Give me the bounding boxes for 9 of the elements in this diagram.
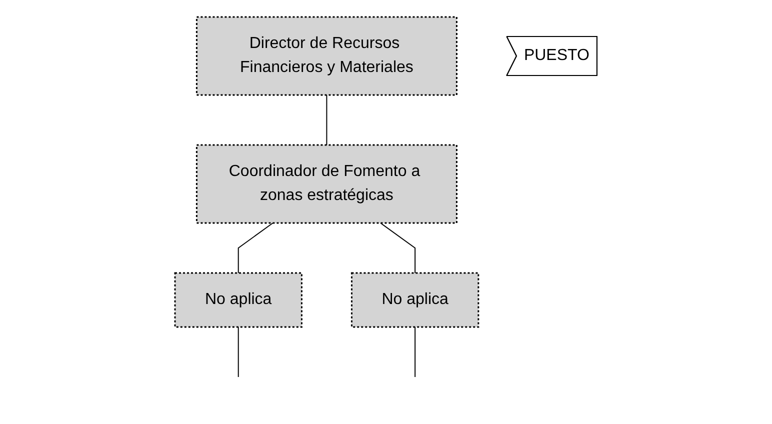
node-box: Director de Recursos Financieros y Materiales	[196, 16, 458, 96]
connector	[380, 222, 416, 274]
connector	[238, 326, 239, 378]
connector	[326, 94, 328, 146]
node-box: No aplica	[174, 272, 302, 328]
node-box: No aplica	[350, 272, 480, 328]
node-box: Coordinador de Fomento a zonas estratégicas	[196, 144, 458, 224]
connector	[238, 222, 274, 274]
connector	[414, 326, 416, 378]
